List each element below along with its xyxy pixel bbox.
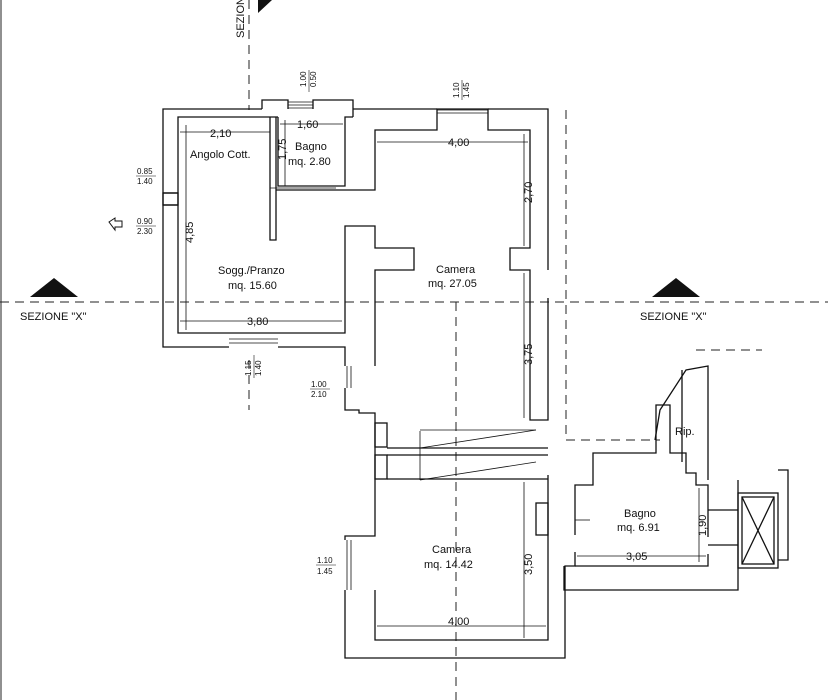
opening-bottom-top: 1.15 [244, 360, 253, 376]
dim-camera2-height: 3,50 [523, 554, 535, 575]
opening-low-bottom: 1.45 [317, 567, 333, 576]
section-label-left: SEZIONE "X" [20, 311, 87, 323]
label-camera1-name: Camera [436, 264, 476, 276]
label-soggiorno-area: mq. 15.60 [228, 280, 277, 292]
opening-entrance-top: 0.90 [137, 217, 153, 226]
section-label-top: SEZIONE [235, 0, 247, 38]
dimension-lines [180, 120, 706, 638]
dim-soggiorno-height: 4,85 [184, 222, 196, 243]
opening-top-a-bottom: 0.50 [309, 71, 318, 87]
label-ripostiglio: Rip. [675, 426, 695, 438]
dim-bagno2-width: 3,05 [626, 551, 647, 563]
label-bagno1-name: Bagno [295, 141, 327, 153]
label-camera1-area: mq. 27.05 [428, 278, 477, 290]
opening-entrance-bottom: 2.30 [137, 227, 153, 236]
opening-labels: 1.00 0.50 1.10 1.45 0.85 1.40 0.90 2.30 … [136, 70, 471, 576]
opening-left-bottom: 1.40 [137, 177, 153, 186]
opening-bottom-bottom: 1.40 [254, 360, 263, 376]
opening-mid-bottom: 2.10 [311, 390, 327, 399]
label-camera2-area: mq. 14.42 [424, 559, 473, 571]
dim-camera2-width: 4,00 [448, 616, 469, 628]
opening-top-b-top: 1.10 [452, 82, 461, 98]
openings [229, 101, 590, 590]
section-marker-right-icon [652, 278, 700, 297]
entrance-arrow-icon [108, 217, 123, 232]
label-bagno2-name: Bagno [624, 508, 656, 520]
dim-angolo-width: 2,10 [210, 128, 231, 140]
dim-soggiorno-width: 3,80 [247, 316, 268, 328]
dim-bagno1-height: 1,75 [277, 139, 289, 160]
opening-top-b-bottom: 1.45 [462, 82, 471, 98]
label-bagno1-area: mq. 2.80 [288, 156, 331, 168]
label-bagno2-area: mq. 6.91 [617, 522, 660, 534]
opening-top-a-top: 1.00 [299, 71, 308, 87]
opening-low-top: 1.10 [317, 556, 333, 565]
dim-bagno1-width: 1,60 [297, 119, 318, 131]
label-soggiorno-name: Sogg./Pranzo [218, 265, 285, 277]
dim-camera1-upper: 2,70 [523, 182, 535, 203]
section-marker-top-icon [258, 0, 272, 13]
dim-bagno2-height: 1,90 [697, 515, 709, 536]
section-label-right: SEZIONE "X" [640, 311, 707, 323]
dim-camera1-width: 4,00 [448, 137, 469, 149]
walls [162, 99, 789, 659]
label-angolo-cottura: Angolo Cott. [190, 149, 251, 161]
label-camera2-name: Camera [432, 544, 472, 556]
dim-camera1-lower: 3,75 [523, 344, 535, 365]
section-marker-left-icon [30, 278, 78, 297]
opening-mid-top: 1.00 [311, 380, 327, 389]
opening-left-top: 0.85 [137, 167, 153, 176]
